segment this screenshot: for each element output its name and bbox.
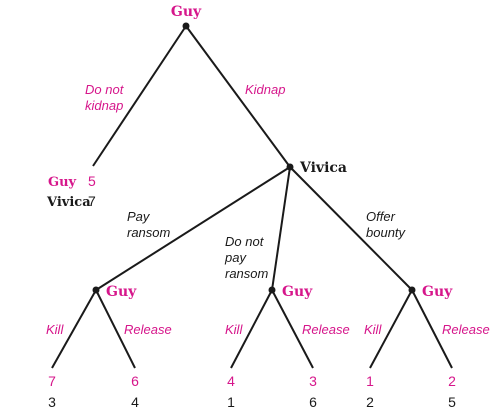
- action-ransom-kill: Kill: [46, 322, 64, 337]
- edge-do-not-pay-ransom: [271, 166, 291, 291]
- payoff-noransom-release-guy: 3: [309, 373, 317, 389]
- guy-bounty-player-label: Guy: [422, 284, 453, 300]
- action-ransom-release: Release: [124, 322, 172, 337]
- payoff-bounty-kill-vivica: 2: [366, 394, 374, 410]
- edge-pay-ransom: [95, 166, 291, 291]
- edge-offer-bounty: [289, 166, 413, 291]
- node-guy-bounty: [408, 286, 416, 294]
- node-guy-noransom: [268, 286, 276, 294]
- node-vivica: [286, 163, 294, 171]
- node-guy-ransom: [92, 286, 100, 294]
- edge-noransom-release: [271, 289, 314, 369]
- payoff-no-kidnap-guy: 5: [88, 173, 96, 189]
- action-do-not-kidnap-line1: Do not: [85, 82, 125, 97]
- edge-ransom-release: [95, 289, 136, 369]
- payoff-ransom-kill-guy: 7: [48, 373, 56, 389]
- action-pay-ransom-line2: ransom: [127, 225, 171, 240]
- edge-do-not-kidnap: [92, 25, 187, 167]
- payoff-noransom-kill-guy: 4: [227, 373, 235, 389]
- action-offer-bounty-line1: Offer: [366, 209, 396, 224]
- payoff-noransom-kill-vivica: 1: [227, 394, 235, 410]
- action-offer-bounty-line2: bounty: [366, 225, 407, 240]
- edge-bounty-release: [411, 289, 453, 369]
- payoff-legend-guy: Guy: [48, 175, 77, 190]
- guy-noransom-player-label: Guy: [282, 284, 313, 300]
- edge-ransom-kill: [51, 289, 97, 369]
- payoff-noransom-release-vivica: 6: [309, 394, 317, 410]
- edge-kidnap: [185, 25, 291, 168]
- node-root: [182, 22, 190, 30]
- action-noransom-kill: Kill: [225, 322, 243, 337]
- payoff-no-kidnap-vivica: 7: [88, 193, 96, 209]
- edge-noransom-kill: [230, 289, 273, 369]
- payoff-ransom-release-guy: 6: [131, 373, 139, 389]
- payoff-legend-vivica: Vivica: [46, 195, 91, 210]
- root-player-label: Guy: [171, 4, 202, 20]
- action-kidnap: Kidnap: [245, 82, 285, 97]
- payoff-bounty-release-guy: 2: [448, 373, 456, 389]
- guy-ransom-player-label: Guy: [106, 284, 137, 300]
- payoff-bounty-release-vivica: 5: [448, 394, 456, 410]
- payoff-ransom-kill-vivica: 3: [48, 394, 56, 410]
- vivica-player-label: Vivica: [299, 160, 347, 176]
- action-pay-ransom-line1: Pay: [127, 209, 151, 224]
- payoff-ransom-release-vivica: 4: [131, 394, 139, 410]
- action-do-not-pay-line1: Do not: [225, 234, 265, 249]
- action-bounty-kill: Kill: [364, 322, 382, 337]
- action-bounty-release: Release: [442, 322, 490, 337]
- payoff-bounty-kill-guy: 1: [366, 373, 374, 389]
- action-do-not-pay-line3: ransom: [225, 266, 269, 281]
- edge-bounty-kill: [369, 289, 413, 369]
- action-noransom-release: Release: [302, 322, 350, 337]
- action-do-not-pay-line2: pay: [224, 250, 247, 265]
- action-do-not-kidnap-line2: kidnap: [85, 98, 123, 113]
